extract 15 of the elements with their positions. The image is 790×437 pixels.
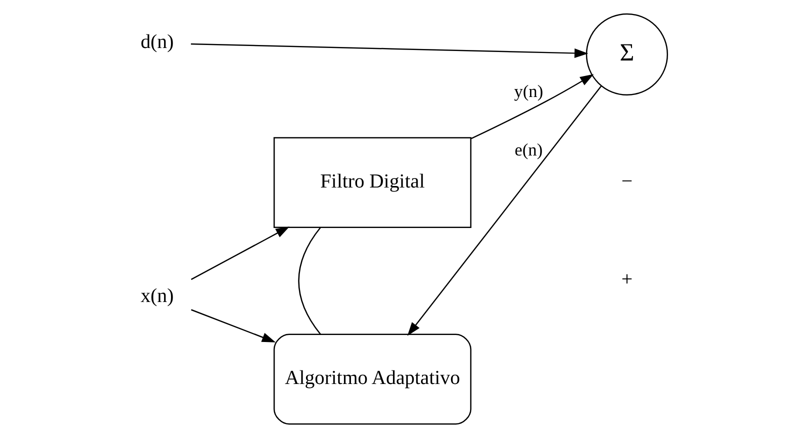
arrow bbox=[470, 74, 594, 139]
label: + bbox=[620, 268, 632, 290]
edge-label: e(n) bbox=[514, 138, 542, 159]
arrow bbox=[190, 42, 588, 58]
node-box: Filtro Digital bbox=[273, 136, 471, 228]
arrow bbox=[190, 308, 276, 342]
node-text: d(n) bbox=[140, 30, 174, 52]
connector bbox=[298, 226, 320, 334]
node-circle: Σ bbox=[585, 12, 668, 95]
edge-label: y(n) bbox=[514, 80, 543, 100]
node-text: x(n) bbox=[140, 284, 174, 306]
node-box: Algoritmo Adaptativo bbox=[273, 333, 471, 424]
arrow bbox=[406, 85, 602, 336]
arrow bbox=[190, 226, 290, 280]
label: − bbox=[620, 170, 632, 192]
